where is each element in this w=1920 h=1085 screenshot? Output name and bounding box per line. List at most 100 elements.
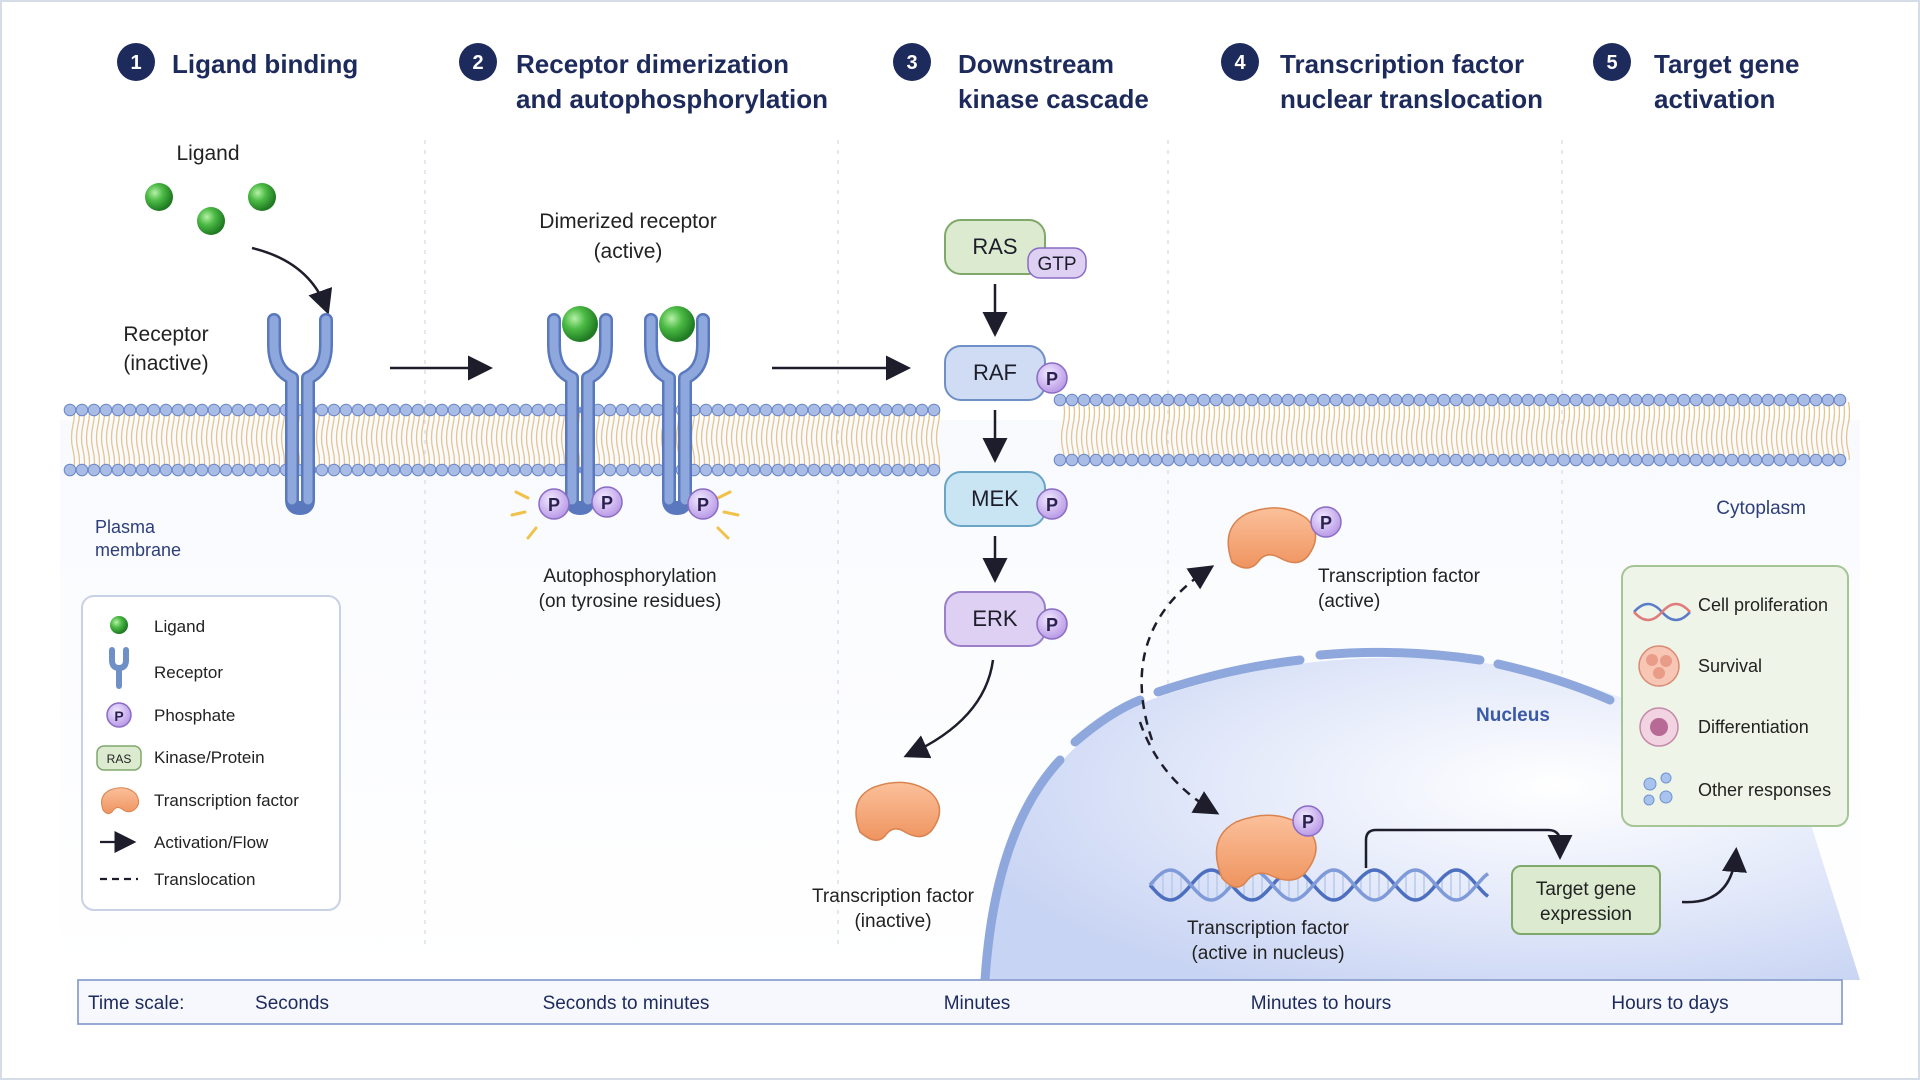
step-title-line1: Transcription factor: [1280, 49, 1524, 79]
kinase-label: RAS: [972, 234, 1017, 259]
svg-text:P: P: [548, 495, 560, 515]
kinase-cascade: RAS GTP RAF P MEK P ERK P: [944, 219, 1087, 647]
activation-glow-icon: [510, 490, 740, 540]
kinase-raf: RAF P: [944, 345, 1068, 401]
autophos-label-line1: Autophosphorylation: [543, 566, 716, 587]
phosphate-icon: P: [687, 488, 719, 520]
time-scale-item: Minutes: [944, 993, 1011, 1014]
response-arrow: [1681, 847, 1747, 904]
step-header-2: 2 Receptor dimerization and autophosphor…: [459, 43, 828, 114]
legend-label: Translocation: [154, 870, 255, 889]
step-number-badge: [459, 43, 497, 81]
dna-icon: [1633, 602, 1691, 622]
tf-active-label-line1: Transcription factor: [1318, 566, 1481, 587]
response-label: Survival: [1698, 656, 1762, 676]
step-header-1: 1 Ligand binding: [117, 43, 358, 81]
ligand-icon: [248, 183, 276, 211]
step-number-badge: [117, 43, 155, 81]
cellular-responses-box: Cell proliferation Survival Differentiat…: [1621, 565, 1849, 827]
step-title-line2: activation: [1654, 84, 1775, 114]
phosphate-icon: P: [1292, 805, 1324, 837]
step-number: 5: [1606, 52, 1617, 74]
target-gene-line2: expression: [1540, 904, 1632, 925]
cytoplasm-label: Cytoplasm: [1716, 498, 1806, 519]
svg-text:P: P: [601, 493, 613, 513]
step-header-5: 5 Target gene activation: [1593, 43, 1799, 114]
legend-label: Ligand: [154, 617, 205, 636]
bound-ligand-icon: [659, 306, 695, 342]
step-title-line2: nuclear translocation: [1280, 84, 1543, 114]
receptor-label-line2: (inactive): [123, 352, 208, 375]
phosphate-icon: P: [106, 702, 132, 728]
svg-text:P: P: [114, 708, 123, 724]
phosphate-icon: P: [1310, 506, 1342, 538]
time-scale-item: Seconds: [255, 993, 329, 1014]
svg-text:P: P: [697, 495, 709, 515]
transcription-factor-inactive: [855, 781, 941, 841]
legend-label: Kinase/Protein: [154, 748, 265, 767]
receptor-inactive: [267, 313, 333, 515]
step-title-line1: Downstream: [958, 49, 1114, 79]
step-header-4: 4 Transcription factor nuclear transloca…: [1221, 43, 1543, 114]
step-title-line2: and autophosphorylation: [516, 84, 828, 114]
binding-arrow: [251, 246, 333, 315]
tf-inactive-label-line2: (inactive): [854, 911, 931, 932]
receptor-dimer-left: [547, 313, 613, 515]
step-title-line1: Receptor dimerization: [516, 49, 789, 79]
svg-text:P: P: [1046, 495, 1058, 515]
svg-text:P: P: [1046, 615, 1058, 635]
bubbles-icon: [1643, 772, 1673, 806]
svg-text:P: P: [1302, 812, 1314, 832]
receptor-dimer-right: [644, 313, 710, 515]
step-title-line1: Ligand binding: [172, 49, 358, 79]
kinase-label: ERK: [972, 606, 1018, 631]
cell-cluster-icon: [1638, 645, 1680, 687]
kinase-icon: RAS: [96, 745, 142, 771]
ligand-icon: [197, 207, 225, 235]
receptor-icon: [109, 647, 129, 689]
time-scale-item: Hours to days: [1611, 993, 1728, 1014]
response-label: Cell proliferation: [1698, 595, 1828, 615]
step-title-line2: kinase cascade: [958, 84, 1149, 114]
transcription-arrow: [1364, 828, 1573, 868]
cell-icon: [1639, 707, 1679, 747]
legend-label: Phosphate: [154, 706, 235, 725]
step-number-badge: [1221, 43, 1259, 81]
phosphate-icon: P: [1036, 608, 1068, 640]
gtp-badge: GTP: [1027, 247, 1087, 279]
svg-text:RAS: RAS: [107, 752, 132, 766]
time-scale-item: Seconds to minutes: [543, 993, 710, 1014]
transcription-factor-active: [1227, 507, 1317, 569]
tf-nucleus-label-line1: Transcription factor: [1187, 918, 1350, 939]
tf-nucleus-label-line2: (active in nucleus): [1191, 943, 1344, 964]
kinase-label: RAF: [973, 360, 1017, 385]
dimer-label-line2: (active): [594, 240, 663, 263]
step-number-badge: [1593, 43, 1631, 81]
receptor-label-line1: Receptor: [123, 323, 208, 346]
kinase-ras: RAS GTP: [944, 219, 1087, 279]
svg-text:GTP: GTP: [1037, 254, 1076, 275]
kinase-label: MEK: [971, 486, 1019, 511]
transcription-factor-bound: [1215, 814, 1317, 888]
legend-label: Activation/Flow: [154, 833, 269, 852]
ligand-icon: [110, 616, 128, 634]
tf-active-label-line2: (active): [1318, 591, 1380, 612]
tf-inactive-label-line1: Transcription factor: [812, 886, 975, 907]
time-scale-label: Time scale:: [88, 993, 184, 1014]
kinase-mek: MEK P: [944, 471, 1068, 527]
phosphate-icon: P: [1036, 362, 1068, 394]
plasma-membrane-label-line2: membrane: [95, 540, 181, 560]
autophos-label-line2: (on tyrosine residues): [539, 591, 722, 612]
target-gene-expression-box: Target gene expression: [1511, 865, 1661, 935]
target-gene-line1: Target gene: [1536, 879, 1636, 900]
step-number: 2: [472, 52, 483, 74]
phosphate-icon: P: [591, 486, 623, 518]
legend-label: Transcription factor: [154, 791, 299, 810]
transcription-factor-icon: [101, 787, 140, 815]
nuclear-envelope: [980, 755, 1065, 985]
dimer-label-line1: Dimerized receptor: [539, 210, 716, 233]
bound-ligand-icon: [562, 306, 598, 342]
nucleus-label: Nucleus: [1476, 705, 1550, 726]
legend-label: Receptor: [154, 663, 223, 682]
